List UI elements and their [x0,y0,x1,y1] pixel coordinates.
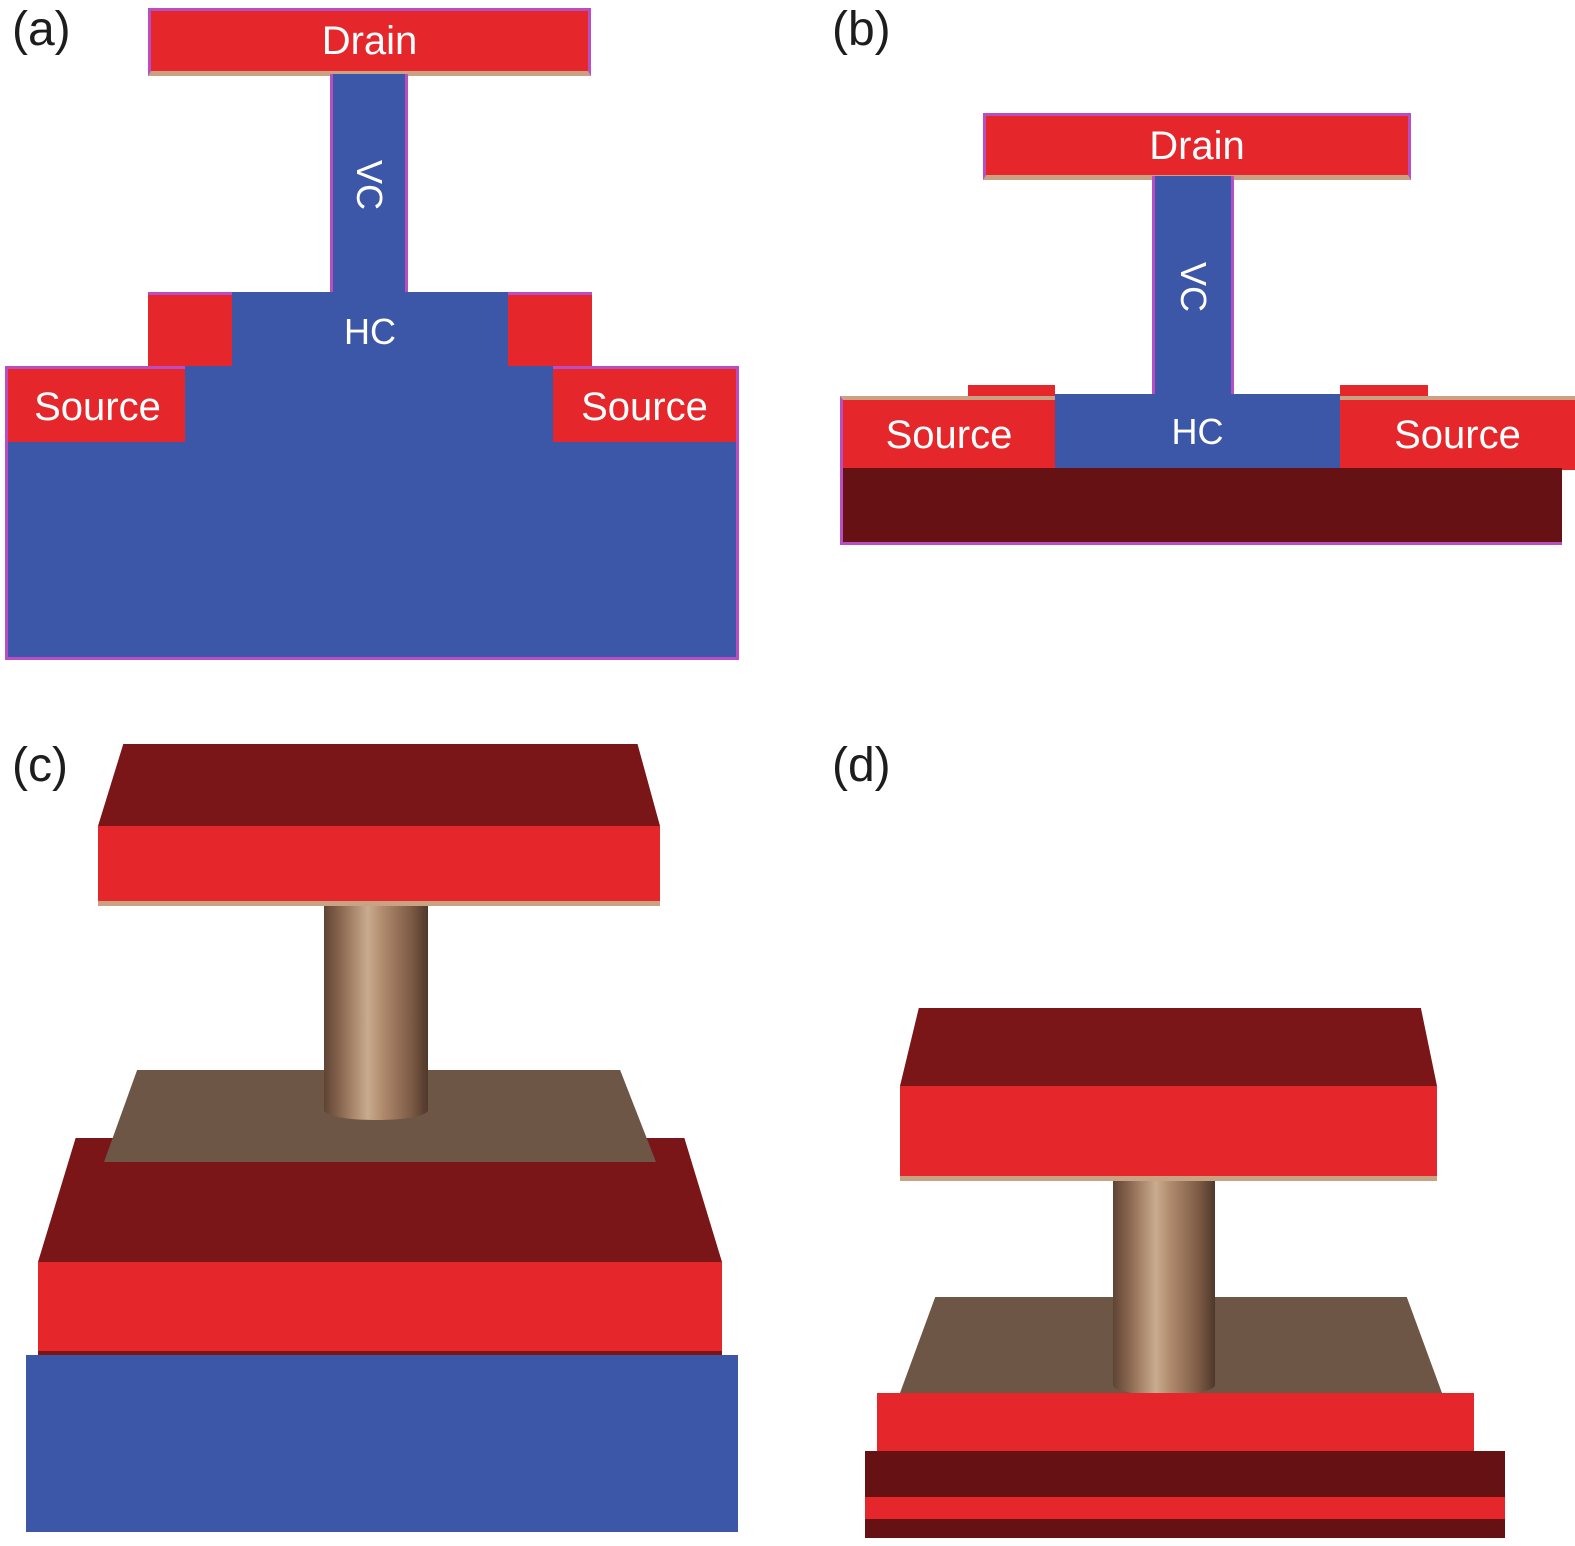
panel-b-label: (b) [832,3,891,56]
source-right-label: Source [1394,413,1521,457]
source-left-label: Source [885,413,1013,457]
source-contact-right: Source [553,366,739,444]
drain-contact: Drain [148,8,591,76]
source-step-right [1340,385,1428,399]
panel-d-label: (d) [832,739,891,792]
panel-a-cross-section: (a) Drain VC HC Source Source [0,0,745,665]
vertical-pillar [1113,1181,1215,1395]
top-electrode-front-face [98,826,660,906]
lower-electrode-front-face [877,1393,1474,1451]
panel-a-label: (a) [12,3,71,56]
vc-label: VC [348,159,390,211]
horizontal-channel: HC [232,292,508,372]
source-step-left [968,385,1055,399]
vc-label: VC [1172,261,1214,313]
source-contact-left: Source [840,396,1055,470]
drain-contact: Drain [983,113,1411,180]
substrate-slab [865,1451,1505,1538]
source-left-label: Source [34,384,161,429]
drain-label: Drain [1149,123,1245,168]
top-electrode-front-face [900,1086,1437,1181]
channel-body-mid [185,366,555,444]
vertical-pillar [324,906,428,1120]
semiconductor-body [5,442,739,660]
substrate [840,468,1562,545]
top-electrode-top-face [900,1008,1437,1086]
vertical-channel: VC [1152,176,1234,398]
source-step-right [506,292,592,370]
top-electrode-top-face [98,744,660,826]
panel-d-3d-view: (d) [820,730,1575,1546]
source-right-label: Source [581,384,708,429]
substrate-red-stripe [865,1497,1505,1519]
horizontal-channel: HC [1055,394,1340,470]
panel-b-cross-section: (b) Drain VC Source HC Source [820,0,1575,600]
source-step-left [148,292,234,370]
hc-label: HC [344,311,396,352]
source-contact-right: Source [1340,396,1575,470]
semiconductor-base [26,1355,738,1532]
source-contact-left: Source [5,366,187,444]
lower-electrode-front-face [38,1262,722,1355]
drain-label: Drain [321,19,418,63]
panel-c-label: (c) [12,739,68,792]
hc-label: HC [1171,411,1224,452]
vertical-channel: VC [330,74,408,296]
panel-c-3d-view: (c) [0,730,745,1546]
